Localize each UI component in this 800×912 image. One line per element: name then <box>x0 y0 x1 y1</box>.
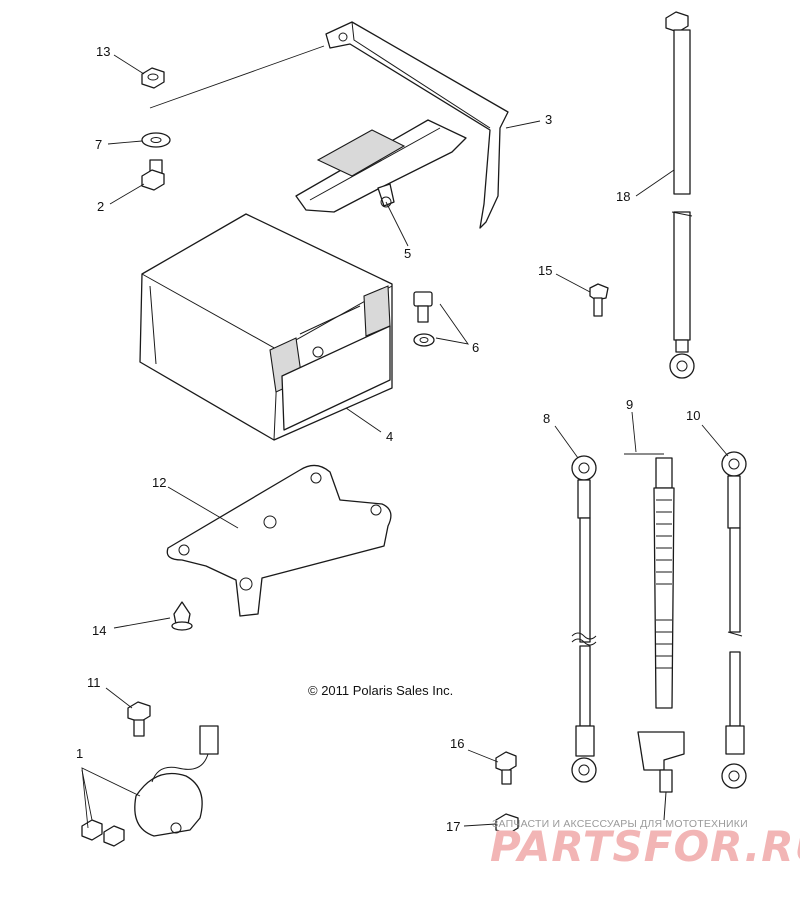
callout-13: 13 <box>96 44 110 59</box>
part-17-nut <box>495 813 519 835</box>
part-9-harness <box>624 453 685 821</box>
part-2-bolt <box>141 159 165 191</box>
callout-6: 6 <box>472 340 479 355</box>
callout-8: 8 <box>543 411 550 426</box>
callout-15: 15 <box>538 263 552 278</box>
callout-14: 14 <box>92 623 106 638</box>
callout-18: 18 <box>616 189 630 204</box>
watermark-logo: PARTSFOR.RU <box>490 822 800 871</box>
part-5-hold-down-clip <box>295 119 467 213</box>
callout-16: 16 <box>450 736 464 751</box>
watermark-tagline: ЗАПЧАСТИ И АКСЕССУАРЫ ДЛЯ МОТОТЕХНИКИ <box>492 818 748 830</box>
callout-11: 11 <box>87 675 101 690</box>
callout-10: 10 <box>686 408 700 423</box>
part-8-cable <box>571 455 597 783</box>
part-16-bolt <box>495 751 517 785</box>
callout-1: 1 <box>76 746 83 761</box>
part-6-terminal-bolt <box>413 291 435 347</box>
part-12-battery-tray <box>166 464 392 617</box>
part-11-bolt <box>127 701 151 737</box>
part-7-washer <box>141 132 171 148</box>
part-3-hold-down-bracket <box>149 21 509 229</box>
callout-17: 17 <box>446 819 460 834</box>
leader-lines <box>81 54 729 829</box>
callout-7: 7 <box>95 137 102 152</box>
part-15-bolt <box>589 283 609 317</box>
callout-5: 5 <box>404 246 411 261</box>
part-18-cable <box>665 11 695 379</box>
callout-4: 4 <box>386 429 393 444</box>
part-1-starter-solenoid <box>81 725 219 847</box>
callout-3: 3 <box>545 112 552 127</box>
part-4-battery <box>139 213 393 441</box>
callout-2: 2 <box>97 199 104 214</box>
part-13-nut <box>141 67 165 89</box>
part-10-cable <box>721 451 747 789</box>
part-14-push-rivet <box>171 601 193 631</box>
copyright-notice: © 2011 Polaris Sales Inc. <box>308 683 454 698</box>
callout-labels: 13 7 2 3 5 6 4 15 18 8 9 10 12 14 11 1 1… <box>76 44 700 834</box>
callout-9: 9 <box>626 397 633 412</box>
callout-12: 12 <box>152 475 166 490</box>
